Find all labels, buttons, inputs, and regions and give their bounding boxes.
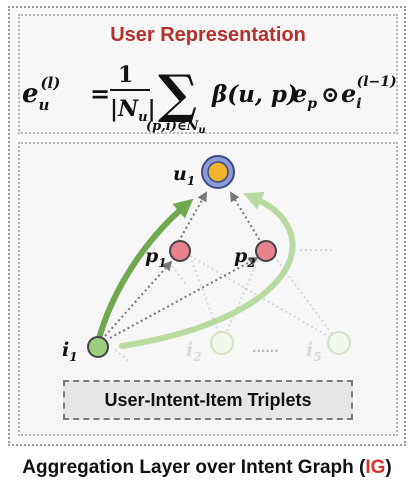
label-i1: i1 [62, 339, 78, 364]
formula-numerator: 1 [118, 62, 133, 88]
dotted-edges [104, 191, 263, 339]
figure-caption: Aggregation Layer over Intent Graph (IG) [0, 457, 414, 479]
edge-p1-u1 [175, 191, 207, 247]
triplet-label-box: User-Intent-Item Triplets [63, 380, 353, 420]
caption-prefix: Aggregation Layer over Intent Graph ( [22, 457, 366, 478]
node-i2 [210, 331, 234, 355]
node-i1 [87, 336, 109, 358]
formula-lhs: eu(l) [22, 74, 60, 114]
green-aggregation-arrow [95, 198, 194, 345]
edge-i1-p1 [104, 260, 173, 337]
formula-panel [18, 14, 398, 134]
node-i5 [327, 331, 351, 355]
caption-suffix: ) [385, 457, 392, 478]
formula-denominator: |Nu| [110, 96, 156, 125]
aggregation-formula: eu(l) = 1 |Nu| ∑ (p,i)∈Nu β(u, p) ep ⊙ e… [22, 62, 397, 134]
label-p1: p1 [145, 245, 167, 270]
odot-operator: ⊙ [321, 82, 339, 108]
label-i5: i5 [306, 339, 322, 364]
sum-symbol: ∑ [158, 64, 197, 125]
section-title: User Representation [110, 24, 306, 46]
faded-edges [114, 249, 339, 363]
formula-equals: = [90, 79, 110, 108]
label-u1: u1 [173, 163, 195, 188]
formula-beta: β(u, p) [211, 81, 298, 108]
sum-limit: (p,i)∈Nu [146, 119, 206, 134]
triplet-label: User-Intent-Item Triplets [104, 389, 312, 410]
label-p2: p2 [234, 245, 256, 270]
label-i2: i2 [186, 339, 202, 364]
formula-e-p: ep [292, 79, 317, 112]
items-ellipsis: ...... [252, 339, 279, 356]
node-p2 [255, 240, 277, 262]
formula-e-i: ei(l−1) [341, 74, 397, 112]
light-green-aggregation-arrow [119, 191, 296, 349]
caption-abbr: IG [365, 457, 386, 478]
node-p1 [169, 240, 191, 262]
node-u1-core [207, 161, 229, 183]
